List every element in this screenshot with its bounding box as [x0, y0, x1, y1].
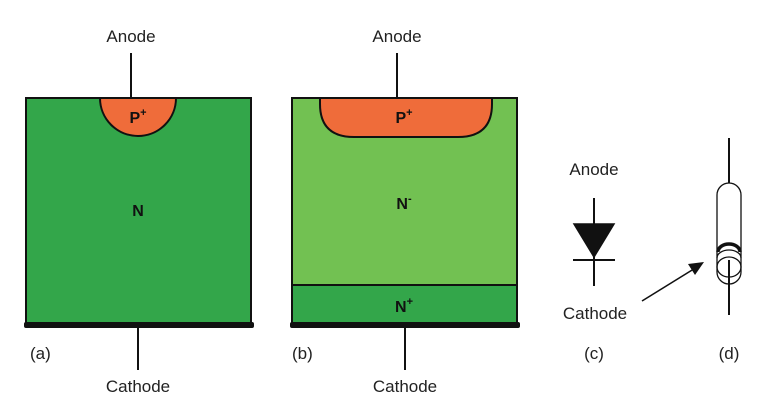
anode-label-b: Anode	[372, 27, 421, 46]
anode-label-a: Anode	[106, 27, 155, 46]
n-plus-label-b: N+	[395, 296, 413, 316]
panel-c: Anode Cathode (c)	[563, 160, 627, 363]
cathode-label-b: Cathode	[373, 377, 437, 396]
panel-b: Anode P+ N- N+ (b) Cathode	[290, 27, 520, 396]
panel-d: (d)	[716, 138, 742, 363]
cathode-label-a: Cathode	[106, 377, 170, 396]
n-label-a: N	[132, 203, 144, 220]
p-plus-label-b: P+	[395, 107, 412, 127]
cathode-contact-b	[290, 322, 520, 328]
caption-d: (d)	[719, 344, 740, 363]
p-plus-region-b	[319, 97, 493, 138]
n-minus-label-b: N-	[396, 193, 412, 213]
anode-label-c: Anode	[569, 160, 618, 179]
cathode-label-c: Cathode	[563, 304, 627, 323]
panel-a: Anode P+ N (a) Cathode	[24, 27, 254, 396]
caption-b: (b)	[292, 344, 313, 363]
cathode-contact-a	[24, 322, 254, 328]
caption-a: (a)	[30, 344, 51, 363]
pointer-arrow	[641, 262, 704, 302]
n-plus-region-b	[291, 284, 518, 326]
caption-c: (c)	[584, 344, 604, 363]
diode-symbol-icon	[572, 198, 616, 286]
p-plus-region-a	[98, 97, 178, 137]
axial-diode-icon	[716, 138, 742, 315]
p-plus-label-a: P+	[129, 107, 146, 127]
